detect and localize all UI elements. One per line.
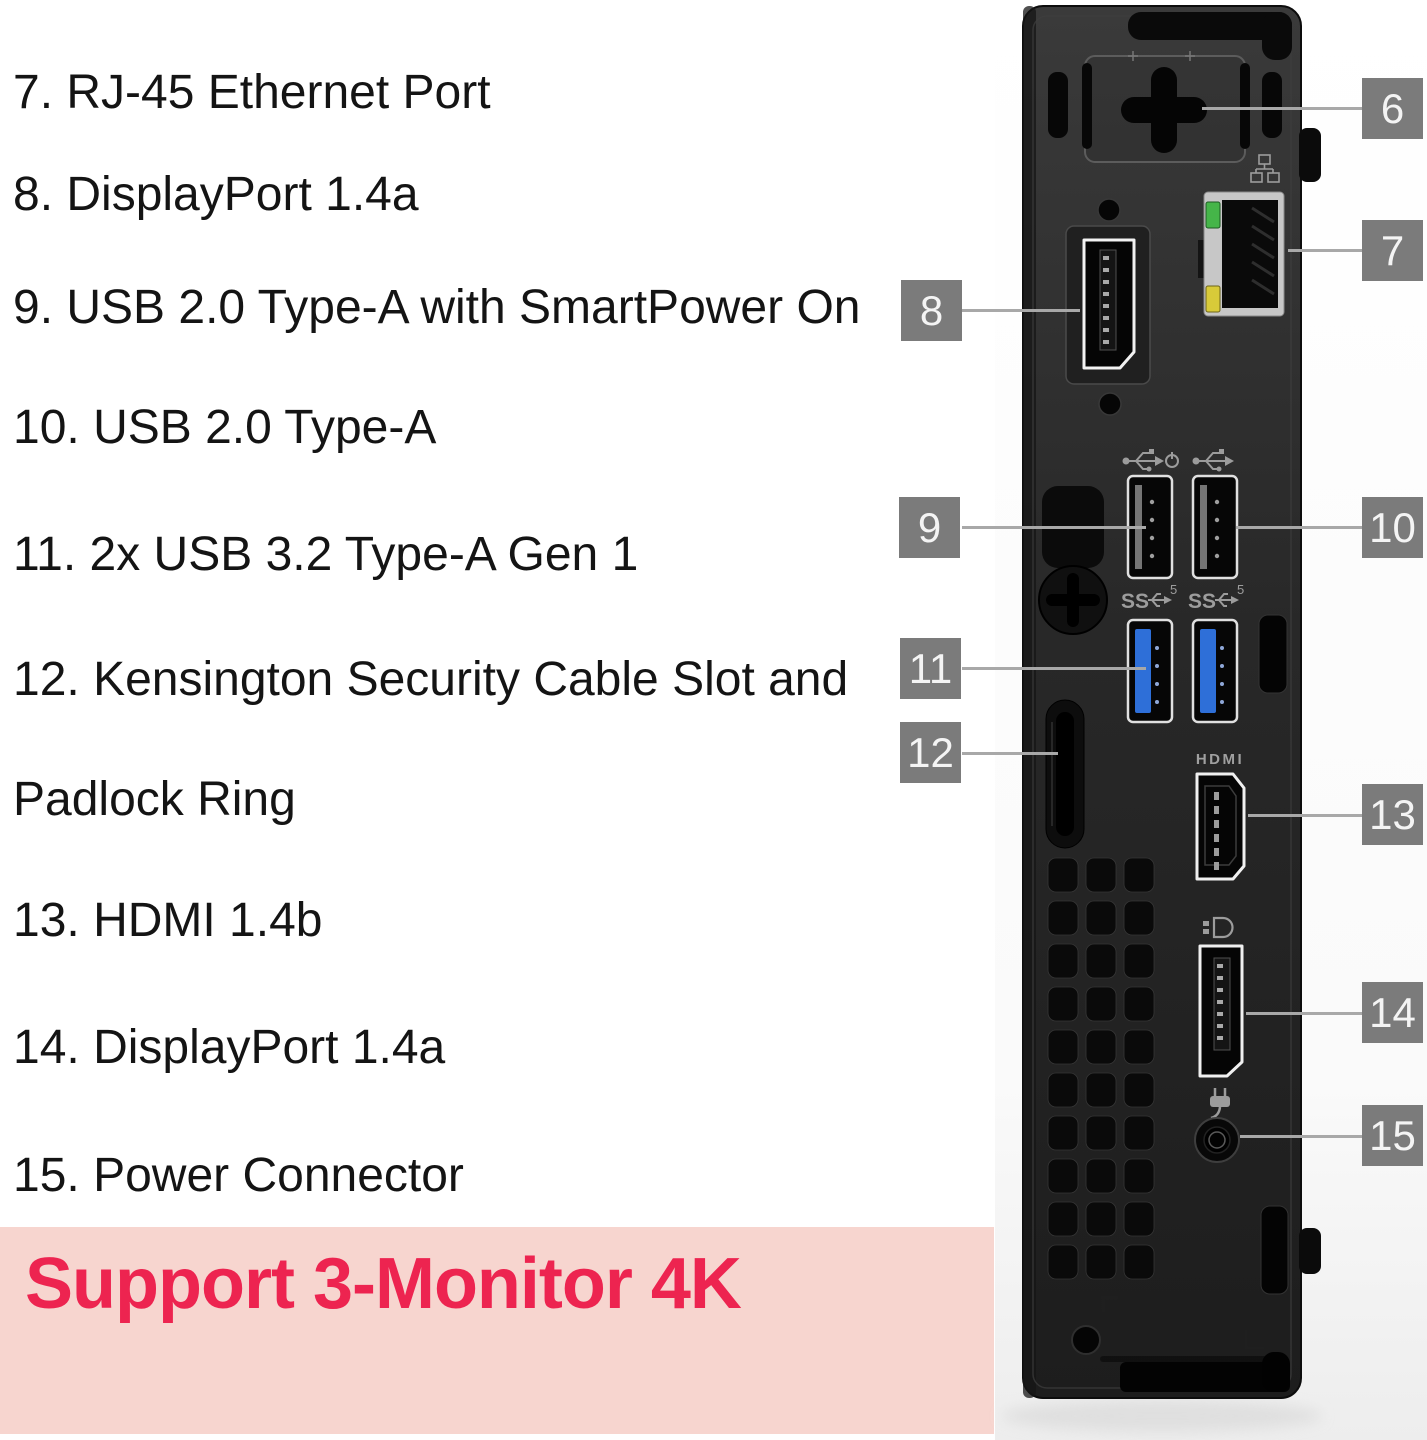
- bottom-foot-hook: [1262, 1352, 1290, 1392]
- callout-box-12: 12: [900, 722, 961, 783]
- svg-text:SS: SS: [1188, 590, 1216, 613]
- label-displayport-14: 14. DisplayPort 1.4a: [13, 1021, 446, 1074]
- hdmi-label: HDMI: [1196, 751, 1244, 768]
- usb-ss5-icon: SS 5: [1121, 582, 1177, 613]
- thumbscrew-cross-v: [1067, 573, 1079, 627]
- callout-line-13: [1248, 814, 1362, 817]
- displayport-icon: [1203, 916, 1234, 939]
- callout-line-15: [1240, 1135, 1362, 1138]
- callout-line-7: [1288, 249, 1362, 252]
- callout-line-12: [962, 752, 1058, 755]
- usb3-port-right: [1191, 618, 1239, 724]
- side-tab-top: [1299, 128, 1321, 182]
- top-slot-left-inner: [1082, 63, 1092, 149]
- rj45-latch-notch: [1198, 240, 1208, 278]
- padlock-ring: [1045, 699, 1085, 849]
- corner-mark-left: [1101, 1296, 1118, 1312]
- corner-mark-right: [1244, 1330, 1264, 1350]
- bottom-screw-hole: [1071, 1325, 1101, 1355]
- side-tab-bottom: [1299, 1228, 1321, 1274]
- callout-box-6: 6: [1362, 78, 1423, 139]
- callout-line-11: [962, 667, 1146, 670]
- top-slot-left-outer: [1048, 72, 1068, 138]
- usb-power-icon: [1122, 449, 1179, 472]
- displayport-8-pins: [1103, 256, 1109, 344]
- callout-box-10: 10: [1362, 497, 1423, 558]
- usb2-port-10: [1191, 474, 1239, 580]
- promo-banner: Support 3-Monitor 4K: [0, 1227, 994, 1434]
- top-slot-right-inner: [1240, 63, 1250, 149]
- callout-line-14: [1246, 1012, 1362, 1015]
- network-icon: [1250, 154, 1280, 183]
- label-displayport-8: 8. DisplayPort 1.4a: [13, 168, 419, 221]
- top-handle-end: [1262, 12, 1292, 60]
- top-handle-bar: [1128, 12, 1292, 40]
- callout-box-9: 9: [899, 497, 960, 558]
- callout-line-6: [1202, 107, 1362, 110]
- kensington-slot: [1258, 614, 1288, 694]
- screw-hole-top: [1097, 198, 1121, 222]
- displayport-8-tongue: [1099, 249, 1117, 351]
- usb-ss5-icon: SS 5: [1188, 582, 1244, 613]
- hdmi-port-inner: [1204, 785, 1237, 866]
- screw-hole-mid: [1098, 392, 1122, 416]
- label-usb32: 11. 2x USB 3.2 Type-A Gen 1: [13, 528, 639, 581]
- hdmi-port: [1195, 772, 1246, 881]
- callout-line-8: [962, 309, 1080, 312]
- callout-box-11: 11: [900, 638, 961, 699]
- usb-icon: [1192, 449, 1234, 472]
- chassis-left-edge: [1023, 6, 1036, 1398]
- promo-banner-text: Support 3-Monitor 4K: [25, 1244, 742, 1324]
- bottom-slot: [1260, 1205, 1289, 1295]
- svg-text:SS: SS: [1121, 590, 1149, 613]
- top-slot-right-outer: [1262, 72, 1282, 138]
- svg-text:5: 5: [1237, 582, 1244, 597]
- label-power: 15. Power Connector: [13, 1149, 464, 1202]
- vesa-screw-marks: [1128, 51, 1195, 61]
- label-usb2: 10. USB 2.0 Type-A: [13, 401, 437, 454]
- mount-cross-hole-v: [1151, 67, 1177, 153]
- bottom-ledge: [1100, 1356, 1282, 1362]
- callout-box-8: 8: [901, 280, 962, 341]
- callout-box-14: 14: [1362, 982, 1423, 1043]
- callout-line-9: [962, 526, 1146, 529]
- callout-box-15: 15: [1362, 1105, 1423, 1166]
- label-rj45: 7. RJ-45 Ethernet Port: [13, 66, 491, 119]
- power-connector: [1194, 1117, 1240, 1163]
- rj45-contact-fins: [1251, 206, 1275, 296]
- displayport-14-pins: [1217, 964, 1223, 1040]
- label-usb2-smartpower: 9. USB 2.0 Type-A with SmartPower On: [13, 281, 861, 334]
- floor-reflection: [1002, 1400, 1322, 1432]
- label-kensington: 12. Kensington Security Cable Slot and: [13, 653, 849, 706]
- callout-box-7: 7: [1362, 220, 1423, 281]
- label-padlock-ring: Padlock Ring: [13, 773, 296, 826]
- callout-box-13: 13: [1362, 784, 1423, 845]
- svg-text:5: 5: [1170, 582, 1177, 597]
- bottom-foot-bar: [1120, 1362, 1290, 1392]
- vent-grid: [1047, 857, 1155, 1280]
- usb3-port-left: [1126, 618, 1174, 724]
- rj45-led-green: [1205, 201, 1221, 229]
- label-hdmi: 13. HDMI 1.4b: [13, 894, 323, 947]
- hdmi-pins: [1214, 792, 1219, 870]
- callout-line-10: [1236, 526, 1362, 529]
- rj45-led-yellow: [1205, 285, 1221, 313]
